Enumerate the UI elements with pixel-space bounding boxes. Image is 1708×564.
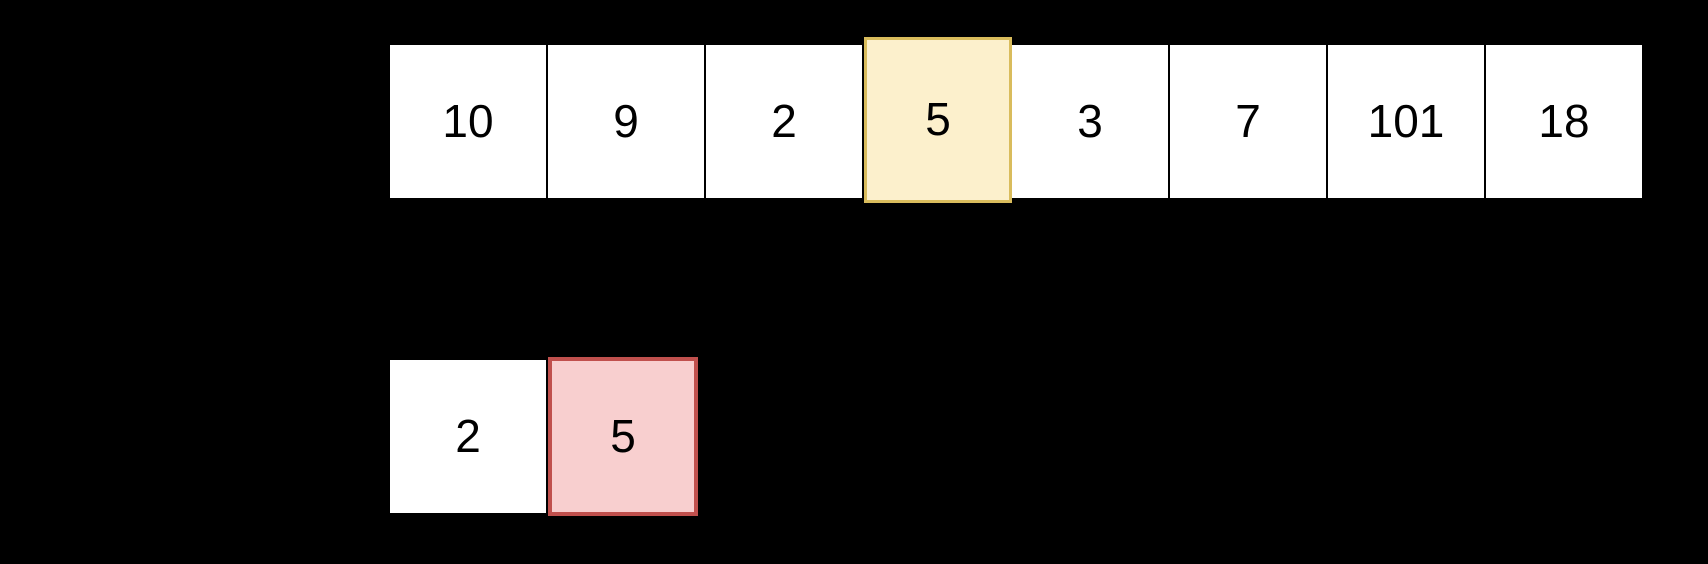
array-cell[interactable]: 3 [1010,43,1170,200]
array-cell[interactable]: 9 [546,43,706,200]
array-cell-highlighted[interactable]: 5 [548,357,698,516]
array-cell-value: 7 [1235,94,1261,147]
array-cell-value: 101 [1367,94,1445,147]
array-cell-value: 5 [610,409,636,462]
array-cell-value: 9 [613,94,639,147]
array-cell-highlighted[interactable]: 5 [864,37,1012,203]
array-cell[interactable]: 2 [388,358,548,515]
array-cell[interactable]: 10 [388,43,548,200]
main-array: 10 9 2 5 3 7 101 18 [388,37,1644,203]
array-cell-value: 3 [1077,94,1103,147]
array-cell-value: 2 [771,94,797,147]
array-cell[interactable]: 7 [1168,43,1328,200]
array-cell[interactable]: 18 [1484,43,1644,200]
array-cell-value: 10 [442,94,494,147]
array-cell[interactable]: 2 [704,43,864,200]
array-cell-value: 18 [1538,94,1590,147]
array-cell-value: 5 [925,93,951,145]
array-cell-value: 2 [455,409,481,462]
array-cell[interactable]: 101 [1326,43,1486,200]
